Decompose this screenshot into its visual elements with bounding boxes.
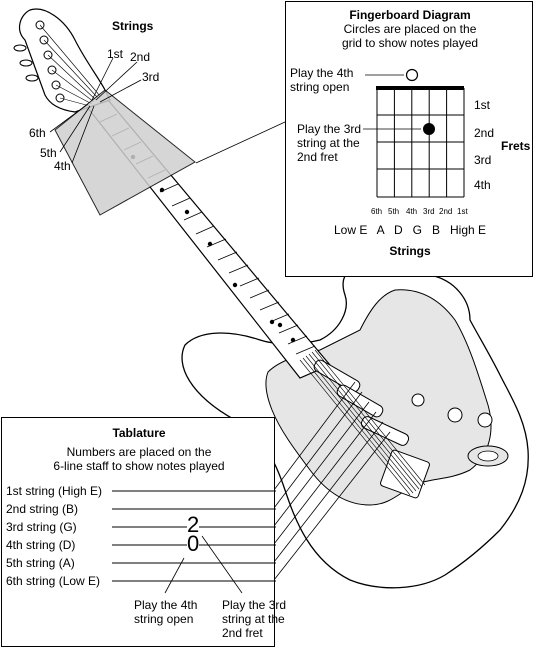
fingerboard-grid: [363, 68, 465, 198]
pickguard: [265, 289, 492, 506]
fretted-note-dot: [423, 123, 435, 135]
neck-highlight: [54, 89, 196, 216]
fretted-note-label-2: string at the: [297, 136, 360, 150]
tab-string-6: 6th string (Low E): [6, 574, 101, 588]
fret-label-4th: 4th: [474, 178, 491, 192]
fretted-note-label-1: Play the 3rd: [297, 122, 362, 136]
tab-string-1: 1st string (High E): [6, 484, 103, 498]
open-string-label-2: string open: [290, 80, 350, 94]
frets-title: Frets: [501, 139, 531, 153]
string-label-2nd: 2nd: [130, 50, 151, 64]
open-string-label-1: Play the 4th: [290, 66, 354, 80]
string-label-4th: 4th: [54, 159, 71, 173]
string-number-6th: 6th: [371, 207, 383, 216]
fingerboard-subtitle-2: grid to show notes played: [341, 36, 479, 50]
string-number-5th: 5th: [388, 207, 400, 216]
tab-open-label-1: Play the 4th: [134, 598, 198, 612]
tablature-subtitle-2: 6-line staff to show notes played: [53, 459, 225, 473]
tab-fret-label-2: string at the: [222, 612, 285, 626]
fingerboard-strings-title: Strings: [389, 244, 431, 258]
tablature-panel: Tablature Numbers are placed on the 6-li…: [1, 417, 286, 647]
tab-note-fret: 2: [187, 512, 200, 537]
string-label-5th: 5th: [40, 146, 57, 160]
string-label-1st: 1st: [107, 47, 124, 61]
string-number-4th: 4th: [406, 207, 418, 216]
tablature-title: Tablature: [112, 426, 166, 440]
fingerboard-title: Fingerboard Diagram: [349, 8, 471, 22]
fretted-note-label-3: 2nd fret: [297, 150, 338, 164]
string-number-3rd: 3rd: [423, 207, 435, 216]
tab-note-open: 0: [187, 531, 200, 556]
string-number-2nd: 2nd: [439, 207, 453, 216]
fret-label-2nd: 2nd: [474, 126, 495, 140]
fret-label-3rd: 3rd: [474, 153, 492, 167]
tab-fret-label-1: Play the 3rd: [222, 598, 287, 612]
string-label-3rd: 3rd: [142, 70, 160, 84]
string-number-1st: 1st: [457, 207, 468, 216]
open-string-circle: [405, 68, 419, 82]
string-notes: Low E A D G B High E: [333, 223, 487, 237]
tab-fret-label-3: 2nd fret: [222, 626, 263, 640]
fret-label-1st: 1st: [474, 98, 491, 112]
string-label-6th: 6th: [29, 126, 46, 140]
strings-title: Strings: [112, 19, 154, 33]
tab-open-label-2: string open: [134, 612, 194, 626]
tab-string-4: 4th string (D): [6, 538, 76, 552]
tab-string-3: 3rd string (G): [6, 520, 77, 534]
tab-string-5: 5th string (A): [6, 556, 75, 570]
fingerboard-diagram-panel: Fingerboard Diagram Circles are placed o…: [285, 1, 533, 277]
fingerboard-subtitle-1: Circles are placed on the: [343, 22, 477, 36]
tab-string-2: 2nd string (B): [6, 502, 79, 516]
tablature-subtitle-1: Numbers are placed on the: [66, 445, 212, 459]
